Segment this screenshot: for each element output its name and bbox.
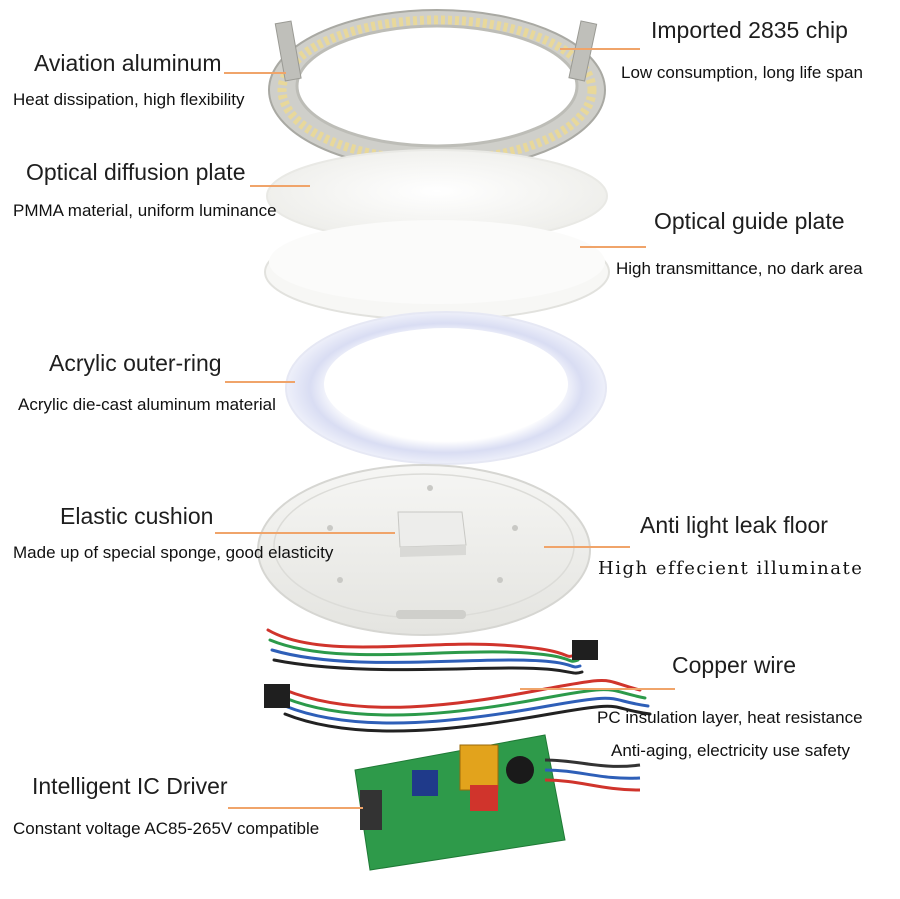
- label-guide-plate-title: Optical guide plate: [654, 208, 845, 234]
- label-copper-wire-desc2: Anti-aging, electricity use safety: [611, 741, 851, 760]
- leader-line-imported-chip: [560, 48, 640, 50]
- label-aviation-aluminum-title: Aviation aluminum: [34, 50, 222, 76]
- label-diffusion-plate-title: Optical diffusion plate: [26, 159, 246, 185]
- label-ic-driver-title: Intelligent IC Driver: [32, 773, 228, 799]
- driver-board: [354, 734, 641, 871]
- label-diffusion-plate-desc: PMMA material, uniform luminance: [13, 201, 277, 220]
- label-copper-wire-title: Copper wire: [672, 652, 796, 678]
- label-ic-driver-desc: Constant voltage AC85-265V compatible: [13, 819, 320, 838]
- leader-line-light-leak-floor: [544, 546, 630, 548]
- acrylic-ring: [285, 311, 607, 465]
- leader-line-acrylic-ring: [225, 381, 295, 383]
- guide-plate: [264, 220, 610, 321]
- label-light-leak-floor-desc: High effecient illuminate: [598, 558, 864, 579]
- label-imported-chip-title: Imported 2835 chip: [651, 17, 848, 43]
- copper-wires: [264, 628, 652, 733]
- label-copper-wire-desc: PC insulation layer, heat resistance: [597, 708, 863, 727]
- leader-line-elastic-cushion: [215, 532, 395, 534]
- leader-line-ic-driver: [228, 807, 363, 809]
- cushion-block: [397, 511, 467, 557]
- label-elastic-cushion-desc: Made up of special sponge, good elastici…: [13, 543, 334, 562]
- leader-line-copper-wire: [520, 688, 675, 690]
- label-imported-chip-desc: Low consumption, long life span: [621, 63, 863, 82]
- label-acrylic-ring-desc: Acrylic die-cast aluminum material: [18, 395, 276, 414]
- led-aluminum-ring: [268, 9, 606, 171]
- leader-line-aviation-aluminum: [224, 72, 286, 74]
- label-light-leak-floor-title: Anti light leak floor: [640, 512, 828, 538]
- label-acrylic-ring-title: Acrylic outer-ring: [49, 350, 222, 376]
- label-guide-plate-desc: High transmittance, no dark area: [616, 259, 863, 278]
- label-elastic-cushion-title: Elastic cushion: [60, 503, 214, 529]
- label-aviation-aluminum-desc: Heat dissipation, high flexibility: [13, 90, 245, 109]
- leader-line-guide-plate: [580, 246, 646, 248]
- leader-line-diffusion-plate: [250, 185, 310, 187]
